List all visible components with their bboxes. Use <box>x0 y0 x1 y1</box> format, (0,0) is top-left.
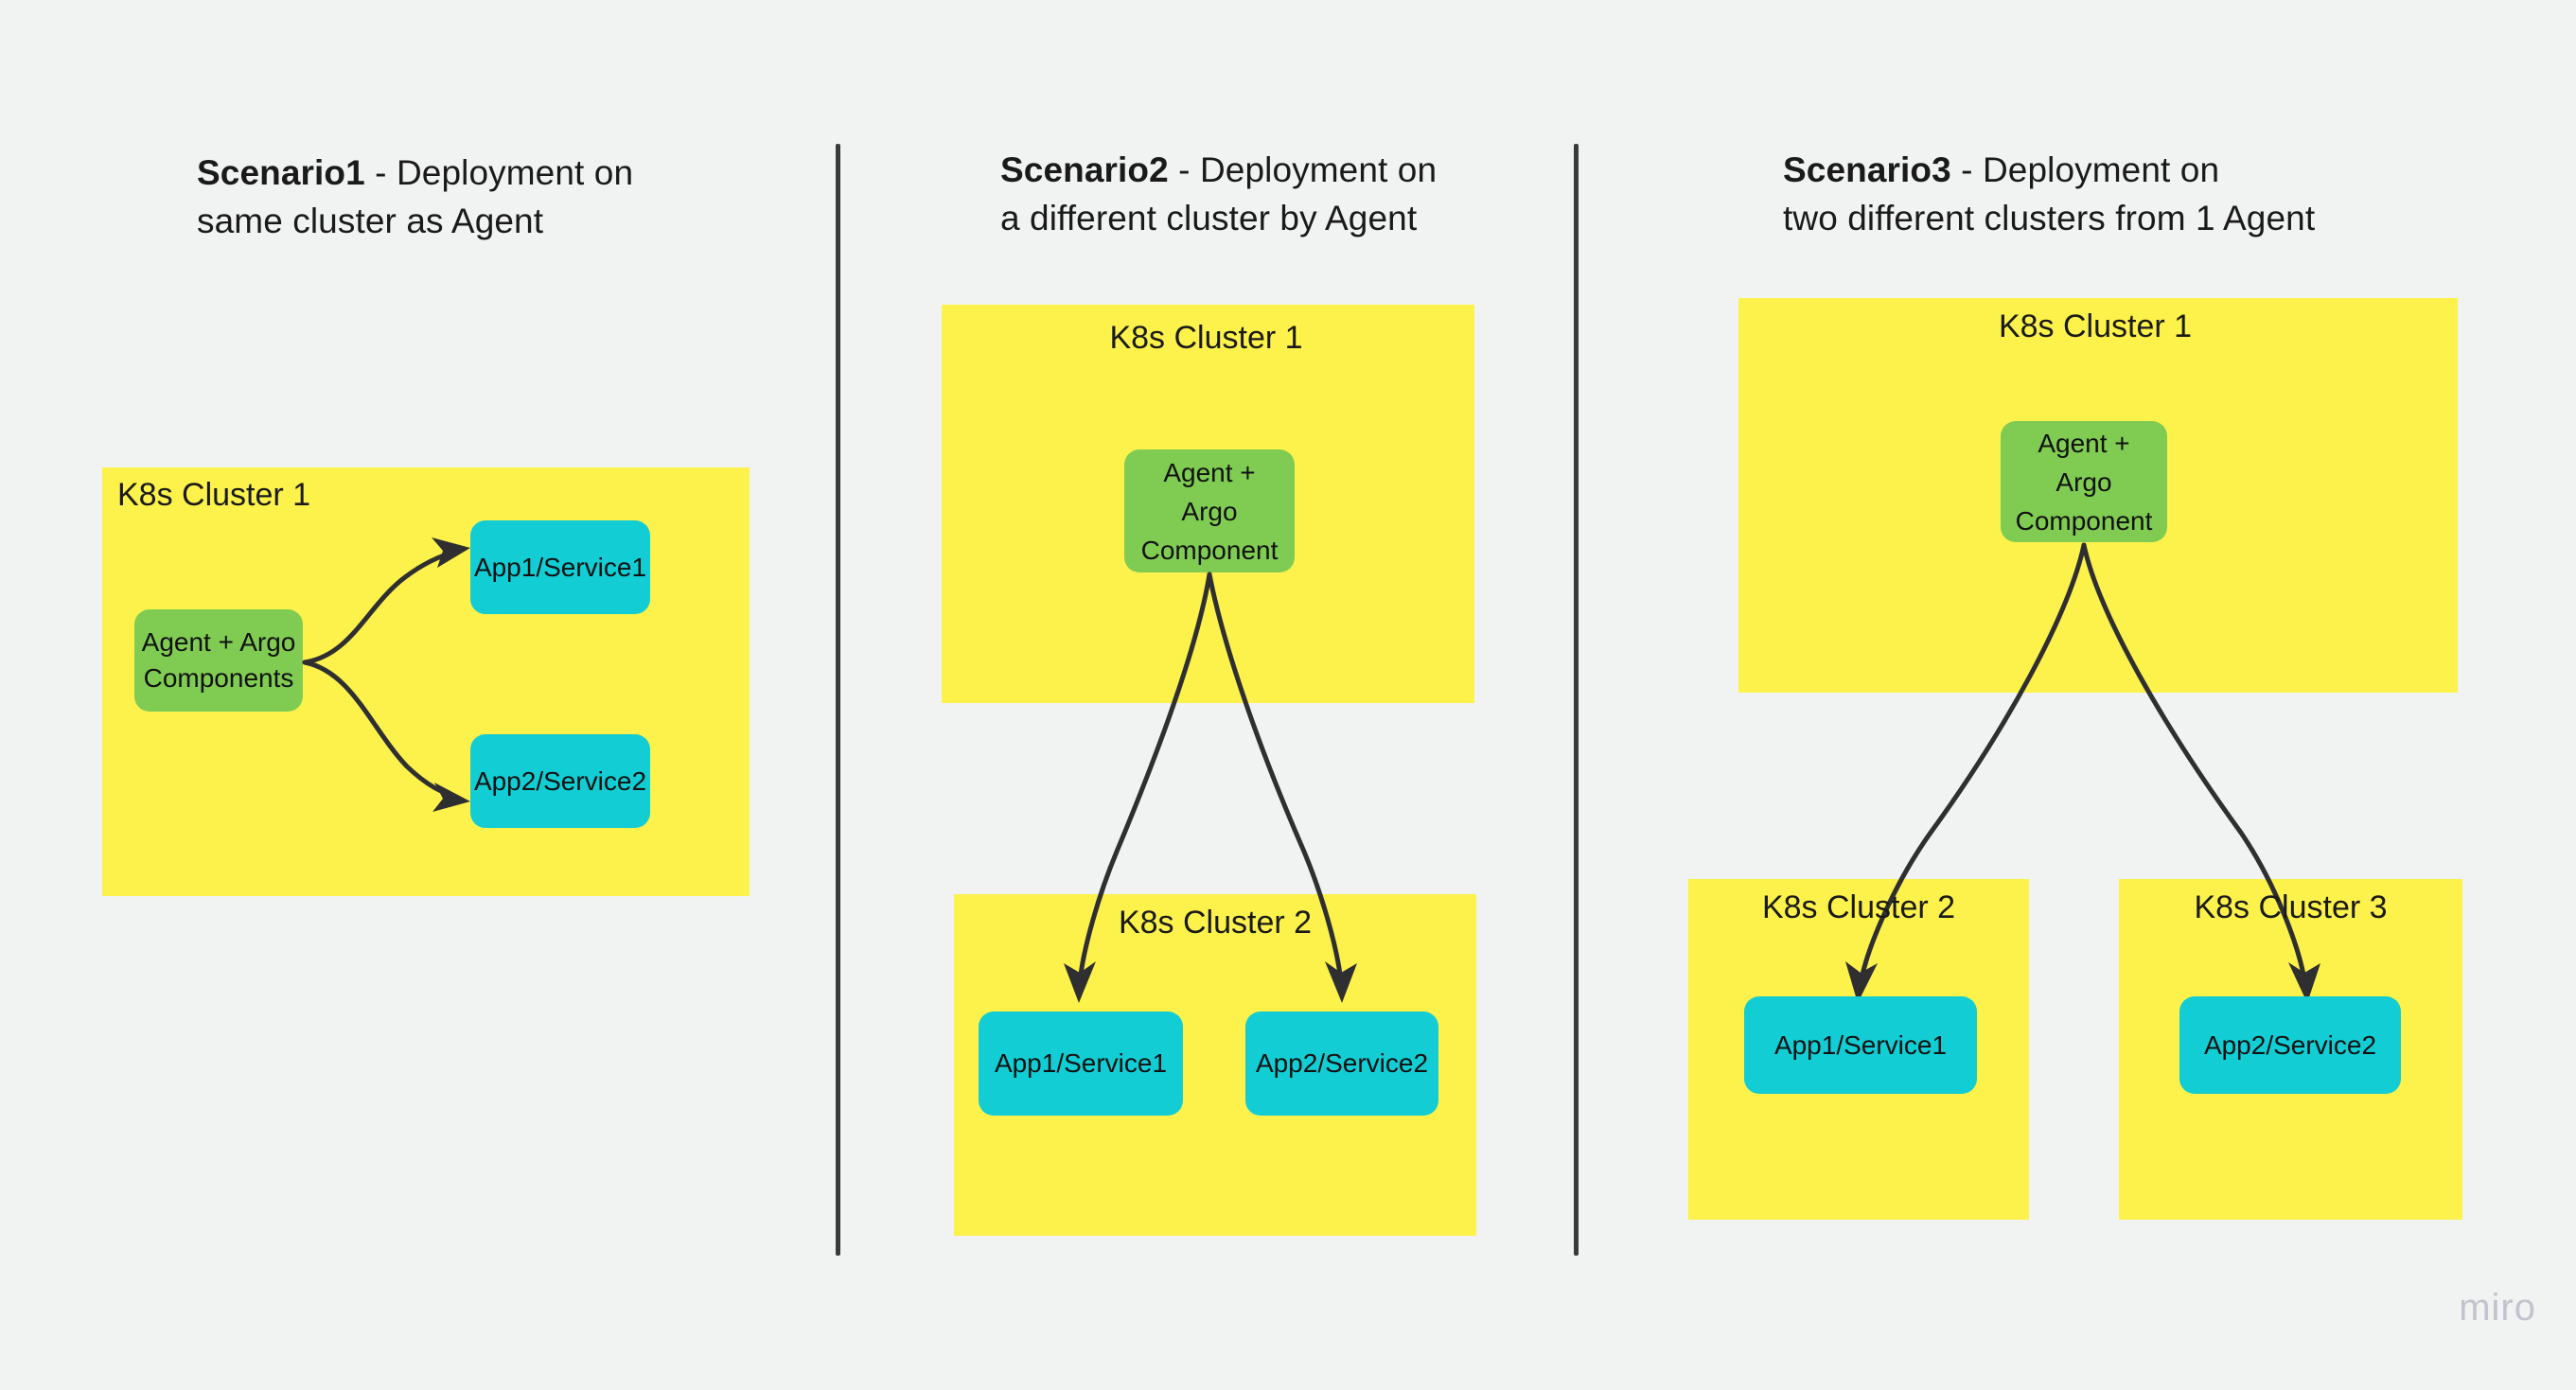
scenario3-title: Scenario3 - Deployment on two different … <box>1783 146 2370 242</box>
section-divider-1 <box>836 144 840 1256</box>
node-app1-service1[interactable]: App1/Service1 <box>979 1012 1183 1116</box>
node-agent-argo-component[interactable]: Agent + Argo Component <box>2001 421 2167 542</box>
cluster-label-s2-c2: K8s Cluster 2 <box>1118 905 1313 941</box>
scenario1-title: Scenario1 - Deployment on same cluster a… <box>197 149 727 245</box>
node-app1-service1[interactable]: App1/Service1 <box>470 520 650 614</box>
scenario3-title-rest: - Deployment on two different clusters f… <box>1783 150 2316 238</box>
cluster-label-s3-c3: K8s Cluster 3 <box>2194 889 2388 925</box>
node-app2-service2[interactable]: App2/Service2 <box>2179 996 2401 1094</box>
scenario2-title-rest: - Deployment on a different cluster by A… <box>1000 150 1438 238</box>
cluster-label-s2-c1: K8s Cluster 1 <box>1109 320 1303 356</box>
miro-watermark: miro <box>2459 1287 2536 1328</box>
node-agent-argo-components[interactable]: Agent + Argo Components <box>134 609 303 712</box>
cluster-label-s3-c1: K8s Cluster 1 <box>1998 308 2193 344</box>
node-app1-service1[interactable]: App1/Service1 <box>1744 996 1977 1094</box>
scenario2-title: Scenario2 - Deployment on a different cl… <box>1000 146 1492 242</box>
cluster-label-s3-c2: K8s Cluster 2 <box>1761 889 1956 925</box>
cluster-label-s1-c1: K8s Cluster 1 <box>117 477 311 513</box>
scenario1-title-rest: - Deployment on same cluster as Agent <box>197 153 634 240</box>
scenario3-title-strong: Scenario3 <box>1783 150 1951 189</box>
section-divider-2 <box>1574 144 1579 1256</box>
node-agent-argo-component[interactable]: Agent + Argo Component <box>1124 449 1295 572</box>
node-app2-service2[interactable]: App2/Service2 <box>1245 1012 1438 1116</box>
scenario1-title-strong: Scenario1 <box>197 153 365 192</box>
scenario2-title-strong: Scenario2 <box>1000 150 1169 189</box>
node-app2-service2[interactable]: App2/Service2 <box>470 734 650 828</box>
